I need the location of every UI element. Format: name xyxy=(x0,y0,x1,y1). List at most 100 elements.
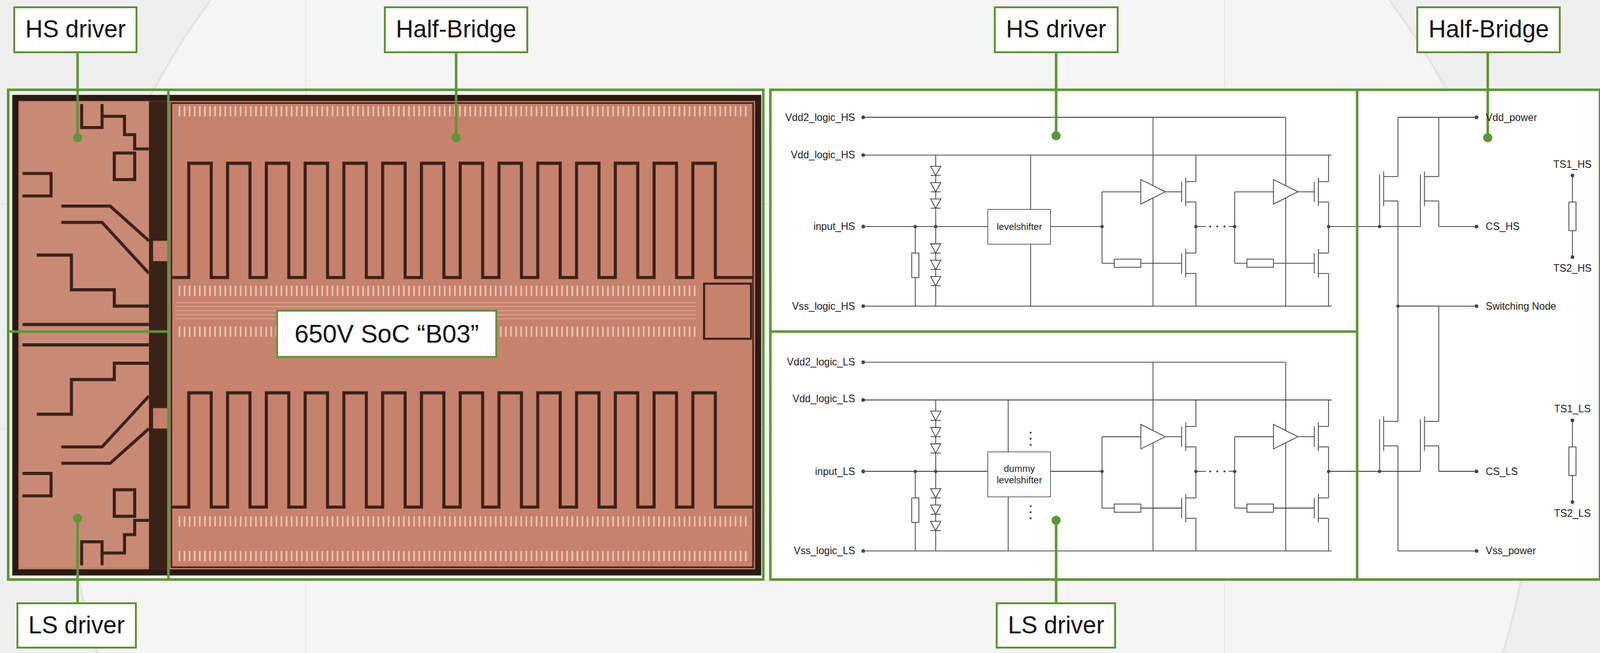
driver-traces xyxy=(36,255,149,307)
wire xyxy=(930,191,941,192)
wire xyxy=(1185,446,1196,448)
junction-dot xyxy=(1029,511,1032,514)
diode-symbol xyxy=(930,488,941,498)
levelshifter-box: levelshifter xyxy=(987,209,1051,245)
wire xyxy=(1318,181,1329,182)
wire xyxy=(1195,471,1207,472)
half-bridge-layout xyxy=(175,551,747,562)
wire xyxy=(1185,181,1196,182)
region-outline xyxy=(8,89,169,580)
wire xyxy=(1297,191,1315,192)
junction-dot xyxy=(1100,469,1104,474)
leader-dot xyxy=(72,513,82,523)
diode-symbol xyxy=(930,444,941,453)
junction-dot xyxy=(934,224,938,229)
wire xyxy=(1397,305,1398,422)
wire xyxy=(1328,471,1421,472)
resistor-symbol xyxy=(911,497,919,523)
node-text: HS driver xyxy=(1005,15,1106,43)
wire xyxy=(1438,226,1477,227)
half-bridge-layout xyxy=(175,106,747,117)
diode-symbol xyxy=(930,521,941,531)
half-bridge-layout xyxy=(175,285,697,296)
die-photo xyxy=(153,407,168,429)
wire xyxy=(1181,181,1182,203)
wire xyxy=(1181,253,1182,274)
wire xyxy=(1420,447,1421,472)
junction-dot xyxy=(861,469,866,474)
wire xyxy=(1102,507,1115,509)
wire xyxy=(1397,117,1477,118)
wire xyxy=(1438,471,1477,472)
wire xyxy=(1273,262,1314,264)
diode-symbol xyxy=(930,427,941,437)
wire xyxy=(1181,426,1182,447)
wire xyxy=(1420,174,1421,203)
driver-traces xyxy=(114,153,135,180)
junction-dot xyxy=(1396,304,1400,308)
wire xyxy=(1318,446,1329,448)
wire xyxy=(1185,201,1196,203)
junction-dot xyxy=(861,153,866,158)
wire xyxy=(1185,252,1196,254)
diode-symbol xyxy=(930,504,941,514)
junction-dot xyxy=(1209,225,1212,228)
wire xyxy=(1420,203,1421,227)
node-text: levelshifter xyxy=(996,221,1042,233)
callout-label: HS driver xyxy=(993,6,1118,54)
leader-dot xyxy=(1051,515,1061,525)
buffer-symbol xyxy=(1273,179,1298,205)
wire xyxy=(1397,200,1398,306)
diode-symbol xyxy=(930,260,941,270)
wire xyxy=(1195,399,1196,427)
driver-traces xyxy=(22,323,149,327)
junction-dot xyxy=(1223,470,1226,473)
wire xyxy=(930,252,941,254)
buffer-symbol xyxy=(1140,179,1166,205)
wire xyxy=(1152,198,1154,307)
leader-dot xyxy=(72,131,1493,526)
wire xyxy=(1181,497,1182,519)
wire xyxy=(1420,419,1421,448)
node-text: dummy levelshifter xyxy=(991,463,1047,486)
wire xyxy=(865,117,1286,118)
junction-dot xyxy=(1029,504,1032,507)
wire xyxy=(930,452,941,454)
wire xyxy=(1102,436,1141,438)
wire xyxy=(1313,253,1315,274)
wire xyxy=(1424,445,1440,446)
signal-name: TS2_LS xyxy=(1554,507,1592,520)
junction-dot xyxy=(861,224,866,229)
wire xyxy=(1234,262,1247,264)
wire xyxy=(1328,155,1329,182)
wire xyxy=(1234,436,1274,438)
wire xyxy=(1397,445,1398,552)
signal-name: Vdd2_logic_LS xyxy=(786,355,856,369)
junction-dot xyxy=(1474,115,1479,120)
junction-dot xyxy=(1029,431,1032,434)
wire xyxy=(865,154,1332,156)
wire xyxy=(1378,447,1380,472)
wire xyxy=(1438,305,1440,422)
driver-traces xyxy=(22,103,149,325)
junction-dot xyxy=(1029,437,1032,440)
callout-label: LS driver xyxy=(995,602,1117,650)
junction-dot xyxy=(1233,469,1237,474)
wire xyxy=(1140,507,1182,509)
wire xyxy=(1102,262,1115,264)
signal-name: input_HS xyxy=(813,220,856,233)
die-photo xyxy=(12,95,761,576)
wire xyxy=(1285,117,1286,186)
resistor-symbol xyxy=(1114,259,1141,268)
wire xyxy=(1328,226,1421,227)
wire xyxy=(1185,497,1196,498)
half-bridge-layout xyxy=(171,103,754,568)
schematic-wiring xyxy=(861,115,1576,553)
wire xyxy=(1438,117,1440,177)
wire xyxy=(1165,436,1182,438)
half-bridge-layout xyxy=(175,516,747,527)
half-bridge-layout xyxy=(171,103,754,568)
junction-dot xyxy=(1216,225,1219,228)
resistor-symbol xyxy=(1247,504,1274,513)
wire xyxy=(1378,174,1380,203)
